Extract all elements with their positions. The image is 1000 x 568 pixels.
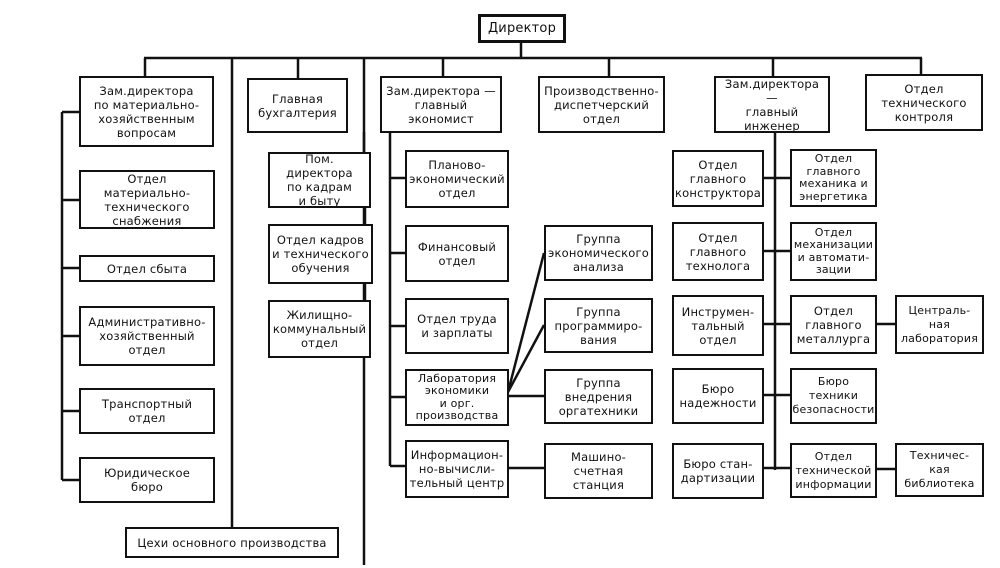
chief-designer-dept-label: Отдел главного конструктора [674, 157, 762, 200]
deputy-economist-label: Зам.директора — главный экономист [386, 83, 496, 126]
quality-control-box: Отдел технического контроля [865, 74, 983, 131]
econ-analysis-group-label: Группа экономического анализа [547, 232, 650, 274]
deputy-material-box: Зам.директора по материально- хозяйствен… [79, 76, 214, 147]
supply-dept-box: Отдел материально- технического снабжени… [79, 170, 215, 229]
chief-designer-dept-box: Отдел главного конструктора [672, 150, 764, 207]
admin-dept-box: Административно- хозяйственный отдел [79, 306, 215, 366]
office-tech-group-label: Группа внедрения оргатехники [558, 375, 639, 418]
standardization-bureau-box: Бюро стан- дартизации [672, 443, 764, 499]
calc-station-box: Машино- счетная станция [544, 443, 653, 499]
hr-assistant-label: Пом. директора по кадрам и быту [286, 152, 353, 208]
deputy-material-label: Зам.директора по материально- хозяйствен… [93, 83, 200, 140]
transport-dept-box: Транспортный отдел [79, 388, 215, 434]
tech-info-dept-box: Отдел технической информации [790, 443, 877, 498]
production-shops-label: Цехи основного производства [137, 535, 327, 550]
deputy-engineer-box: Зам.директора — главный инженер [714, 76, 830, 133]
housing-dept-box: Жилищно- коммунальный отдел [268, 300, 371, 358]
planning-dept-label: Планово- экономический отдел [409, 158, 505, 200]
sales-dept-box: Отдел сбыта [79, 255, 215, 282]
econ-analysis-group-box: Группа экономического анализа [544, 225, 653, 281]
tech-library-label: Техничес- кая библиотека [904, 449, 975, 490]
reliability-bureau-box: Бюро надежности [672, 368, 764, 424]
automation-dept-label: Отдел механизации и автомати- зации [793, 225, 874, 276]
quality-control-label: Отдел технического контроля [881, 81, 967, 124]
labor-wages-dept-label: Отдел труда и зарплаты [417, 312, 497, 340]
production-shops-box: Цехи основного производства [125, 527, 339, 558]
production-dispatch-box: Производственно- диспетчерский отдел [538, 76, 665, 133]
programming-group-box: Группа программиро- вания [544, 298, 653, 353]
connector [506, 252, 546, 393]
admin-dept-label: Административно- хозяйственный отдел [88, 315, 206, 357]
finance-dept-box: Финансовый отдел [405, 225, 509, 282]
computing-center-label: Информацион- но-вычисли- тельный центр [409, 448, 505, 490]
hr-assistant-box: Пом. директора по кадрам и быту [268, 152, 371, 208]
standardization-bureau-label: Бюро стан- дартизации [680, 457, 756, 485]
deputy-engineer-label: Зам.директора — главный инженер [724, 76, 820, 133]
calc-station-label: Машино- счетная станция [570, 450, 627, 492]
tech-library-box: Техничес- кая библиотека [895, 443, 984, 497]
chief-metallurgist-dept-label: Отдел главного металлурга [796, 303, 871, 346]
automation-dept-box: Отдел механизации и автомати- зации [790, 222, 877, 281]
safety-bureau-box: Бюро техники безопасности [790, 368, 877, 424]
economics-lab-label: Лаборатория экономики и орг. производств… [415, 371, 499, 422]
production-dispatch-label: Производственно- диспетчерский отдел [544, 83, 659, 126]
economics-lab-box: Лаборатория экономики и орг. производств… [405, 369, 509, 426]
director-box: Директор [478, 14, 566, 43]
chief-accounting-box: Главная бухгалтерия [247, 78, 348, 133]
tooling-dept-box: Инструмен- тальный отдел [672, 295, 764, 356]
legal-bureau-label: Юридическое бюро [103, 466, 191, 494]
chief-mechanic-dept-box: Отдел главного механика и энергетика [790, 149, 877, 207]
safety-bureau-label: Бюро техники безопасности [792, 375, 875, 416]
deputy-economist-box: Зам.директора — главный экономист [380, 76, 502, 133]
director-label: Директор [487, 20, 557, 36]
personnel-dept-box: Отдел кадров и технического обучения [268, 224, 373, 284]
central-lab-label: Централь- ная лаборатория [900, 303, 979, 345]
chief-accounting-label: Главная бухгалтерия [258, 91, 337, 120]
personnel-dept-label: Отдел кадров и технического обучения [272, 233, 369, 275]
reliability-bureau-label: Бюро надежности [679, 382, 757, 410]
housing-dept-label: Жилищно- коммунальный отдел [272, 308, 367, 350]
finance-dept-label: Финансовый отдел [417, 239, 497, 268]
connector [506, 324, 546, 393]
office-tech-group-box: Группа внедрения оргатехники [544, 369, 653, 424]
planning-dept-box: Планово- экономический отдел [405, 150, 509, 208]
central-lab-box: Централь- ная лаборатория [895, 295, 984, 354]
supply-dept-label: Отдел материально- технического снабжени… [103, 171, 191, 228]
chief-metallurgist-dept-box: Отдел главного металлурга [790, 295, 877, 354]
chief-technologist-dept-label: Отдел главного технолога [685, 230, 751, 273]
programming-group-label: Группа программиро- вания [554, 304, 643, 347]
transport-dept-label: Транспортный отдел [101, 397, 193, 425]
computing-center-box: Информацион- но-вычисли- тельный центр [405, 440, 509, 498]
sales-dept-label: Отдел сбыта [106, 261, 188, 276]
legal-bureau-box: Юридическое бюро [79, 457, 215, 503]
chief-mechanic-dept-label: Отдел главного механика и энергетика [799, 152, 868, 203]
labor-wages-dept-box: Отдел труда и зарплаты [405, 298, 509, 354]
tooling-dept-label: Инструмен- тальный отдел [681, 304, 755, 347]
tech-info-dept-label: Отдел технической информации [795, 449, 872, 491]
chief-technologist-dept-box: Отдел главного технолога [672, 222, 764, 281]
